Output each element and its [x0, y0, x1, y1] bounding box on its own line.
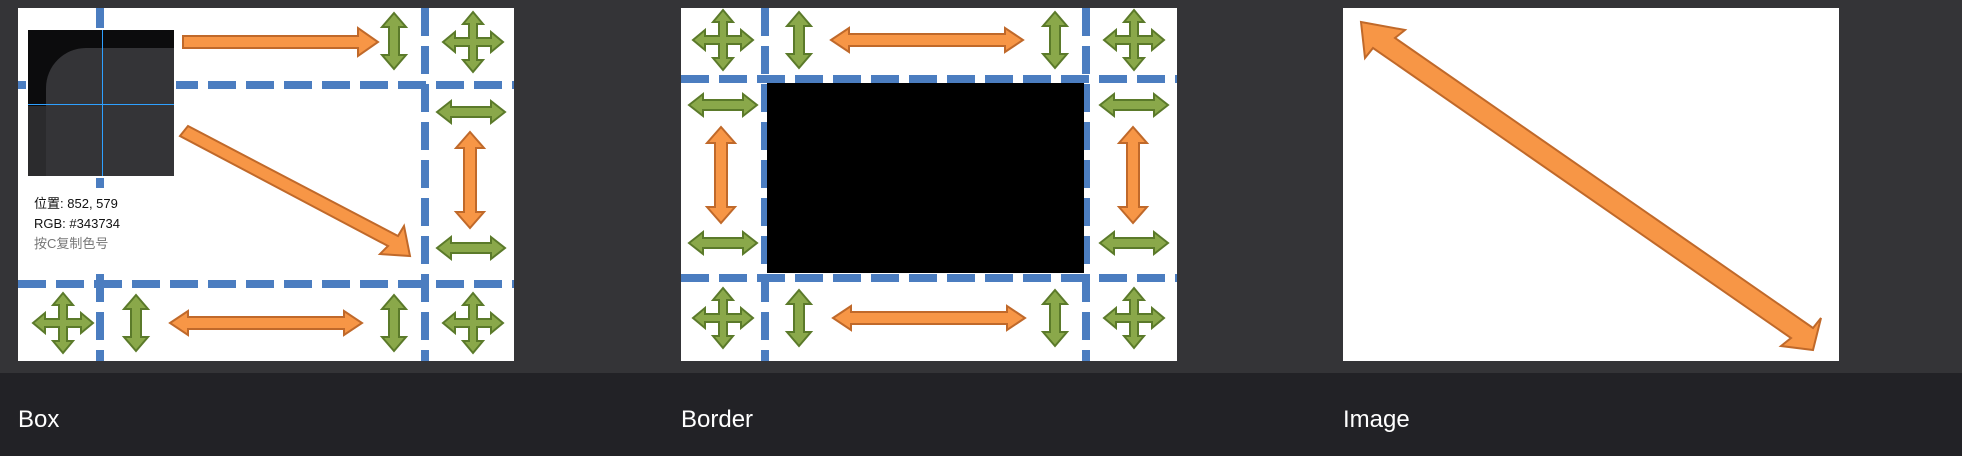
crosshair-horizontal: [28, 104, 174, 105]
color-picker-magnifier: [26, 28, 176, 178]
border-preview: [681, 8, 1177, 361]
border-illustration: [681, 8, 1177, 361]
picker-position: 位置: 852, 579: [34, 196, 118, 211]
picker-hint: 按C复制色号: [34, 236, 109, 251]
crosshair-vertical: [102, 30, 103, 176]
picker-position-label: 位置: [34, 196, 61, 211]
box-illustration: [18, 8, 514, 361]
picker-rgb: RGB: #343734: [34, 216, 121, 231]
picker-rgb-label: RGB: [34, 216, 63, 231]
box-preview: 位置: 852, 579 RGB: #343734 按C复制色号: [18, 8, 514, 361]
caption-box[interactable]: Box: [18, 406, 60, 433]
preview-area: 位置: 852, 579 RGB: #343734 按C复制色号: [18, 8, 1839, 361]
caption-border[interactable]: Border: [681, 406, 754, 433]
picker-rgb-value: #343734: [69, 216, 121, 231]
caption-bar: [0, 373, 1962, 456]
caption-image[interactable]: Image: [1343, 406, 1410, 433]
image-illustration: [1359, 20, 1822, 352]
border-center-fill: [767, 83, 1084, 273]
picker-position-value: 852, 579: [67, 196, 118, 211]
color-picker-info: 位置: 852, 579 RGB: #343734 按C复制色号: [26, 194, 176, 266]
image-preview: [1343, 8, 1839, 361]
